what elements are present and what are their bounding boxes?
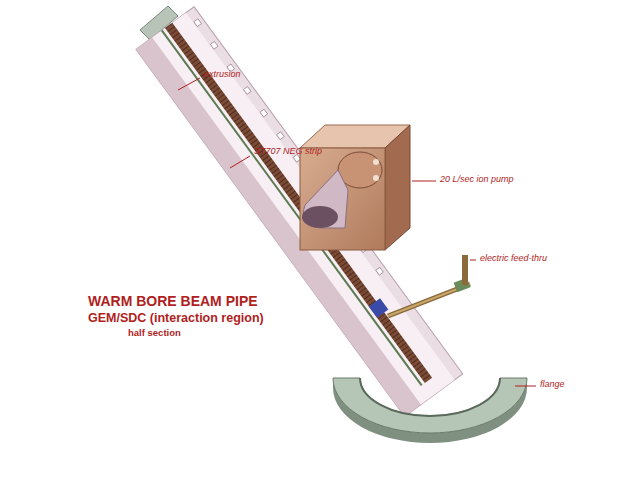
view-note: half section — [128, 328, 181, 339]
part-label: ST707 NEG strip — [254, 146, 322, 156]
part-label: flange — [540, 379, 565, 389]
subtitle: GEM/SDC (interaction region) — [88, 311, 264, 325]
part-label: extrusion — [204, 69, 241, 79]
diagram-title: WARM BORE BEAM PIPE — [88, 293, 258, 309]
part-label: 20 L/sec ion pump — [440, 174, 514, 184]
part-label: electric feed-thru — [480, 253, 547, 263]
